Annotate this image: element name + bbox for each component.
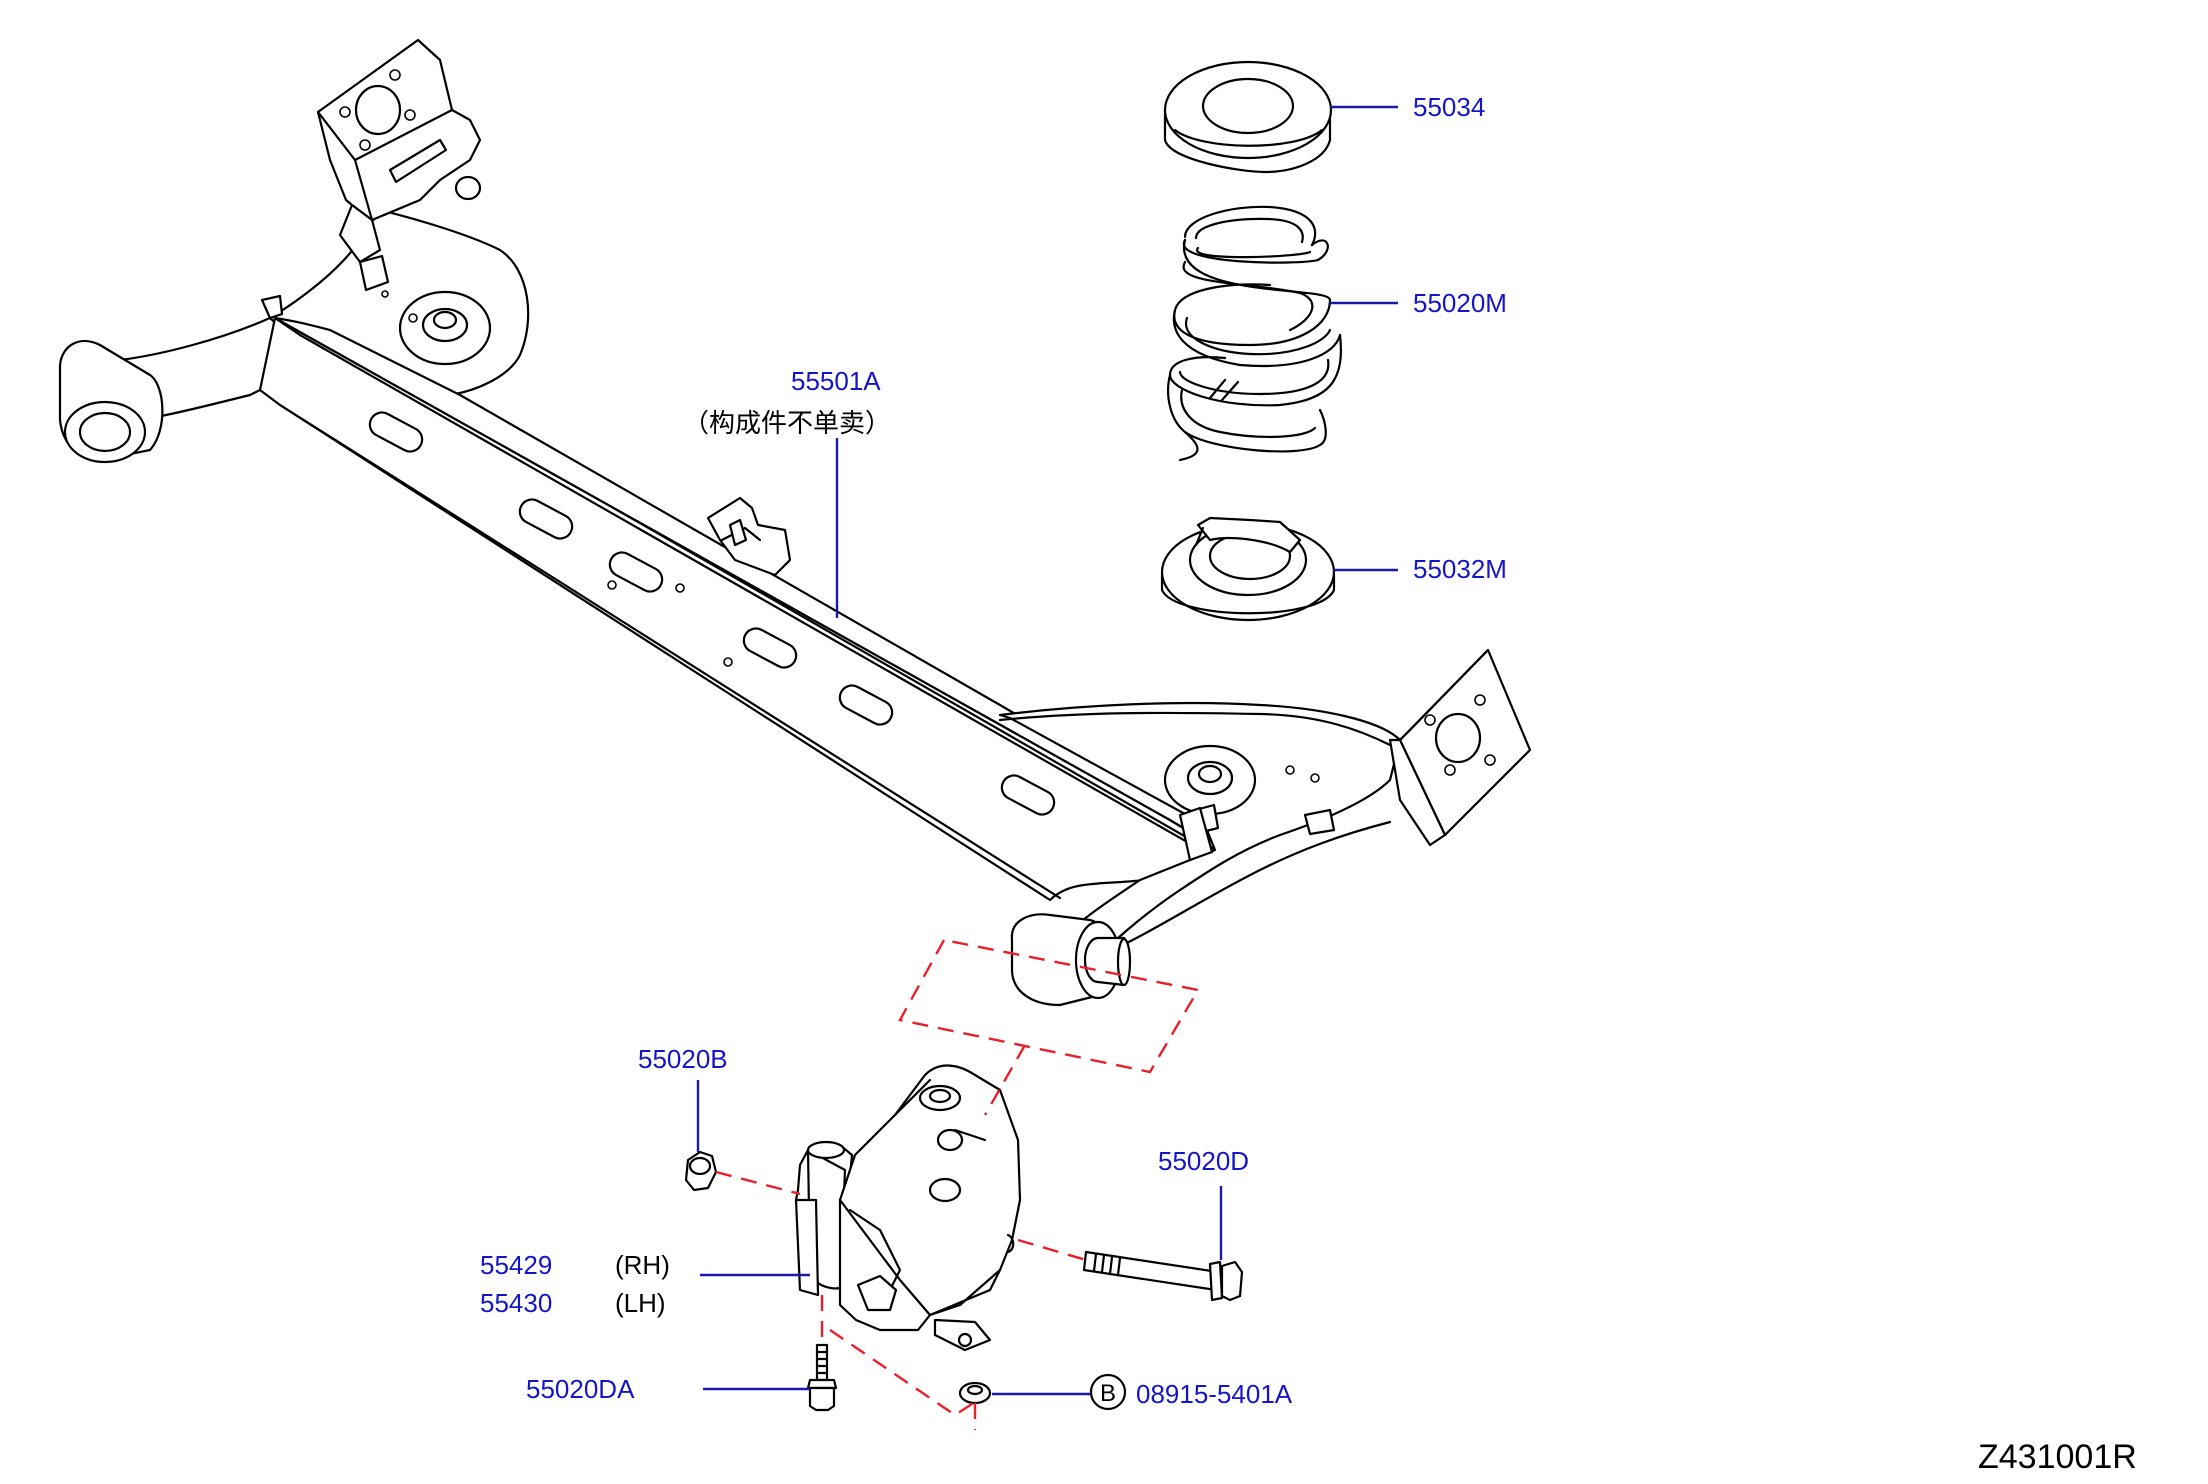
label-55430-side: (LH)	[615, 1288, 666, 1318]
label-55020D: 55020D	[1158, 1146, 1249, 1176]
label-55501A-note: （构成件不单卖）	[683, 409, 891, 439]
label-55429: 55429	[480, 1250, 552, 1280]
label-55020DA: 55020DA	[526, 1374, 635, 1404]
diagram-reference-code: Z431001R	[1978, 1438, 2137, 1476]
lower-spring-seat	[1160, 516, 1336, 622]
label-55430: 55430	[480, 1288, 552, 1318]
part-labels: 55034 55020M 55501A （构成件不单卖） 55032M 5502…	[480, 92, 2137, 1476]
label-55034: 55034	[1413, 92, 1485, 122]
washer-08915	[958, 1381, 992, 1405]
phantom-lines	[715, 938, 1200, 1430]
label-08915-5401A: 08915-5401A	[1136, 1379, 1293, 1409]
b-marker-circle	[1089, 1373, 1127, 1411]
label-55020M: 55020M	[1413, 288, 1507, 318]
bolt-55020DA	[806, 1343, 838, 1412]
label-55032M: 55032M	[1413, 554, 1507, 584]
nut-55020B	[684, 1150, 718, 1192]
mounting-bracket	[794, 1064, 1022, 1352]
leader-lines	[696, 105, 1398, 1396]
b-marker-letter: B	[1100, 1380, 1116, 1407]
label-55429-side: (RH)	[615, 1250, 670, 1280]
label-55020B: 55020B	[638, 1044, 728, 1074]
rear-axle-beam	[58, 38, 1532, 1007]
upper-spring-seat	[1163, 60, 1333, 174]
bolt-55020D	[1082, 1250, 1244, 1302]
coil-spring	[1167, 205, 1342, 462]
label-55501A: 55501A	[791, 366, 881, 396]
